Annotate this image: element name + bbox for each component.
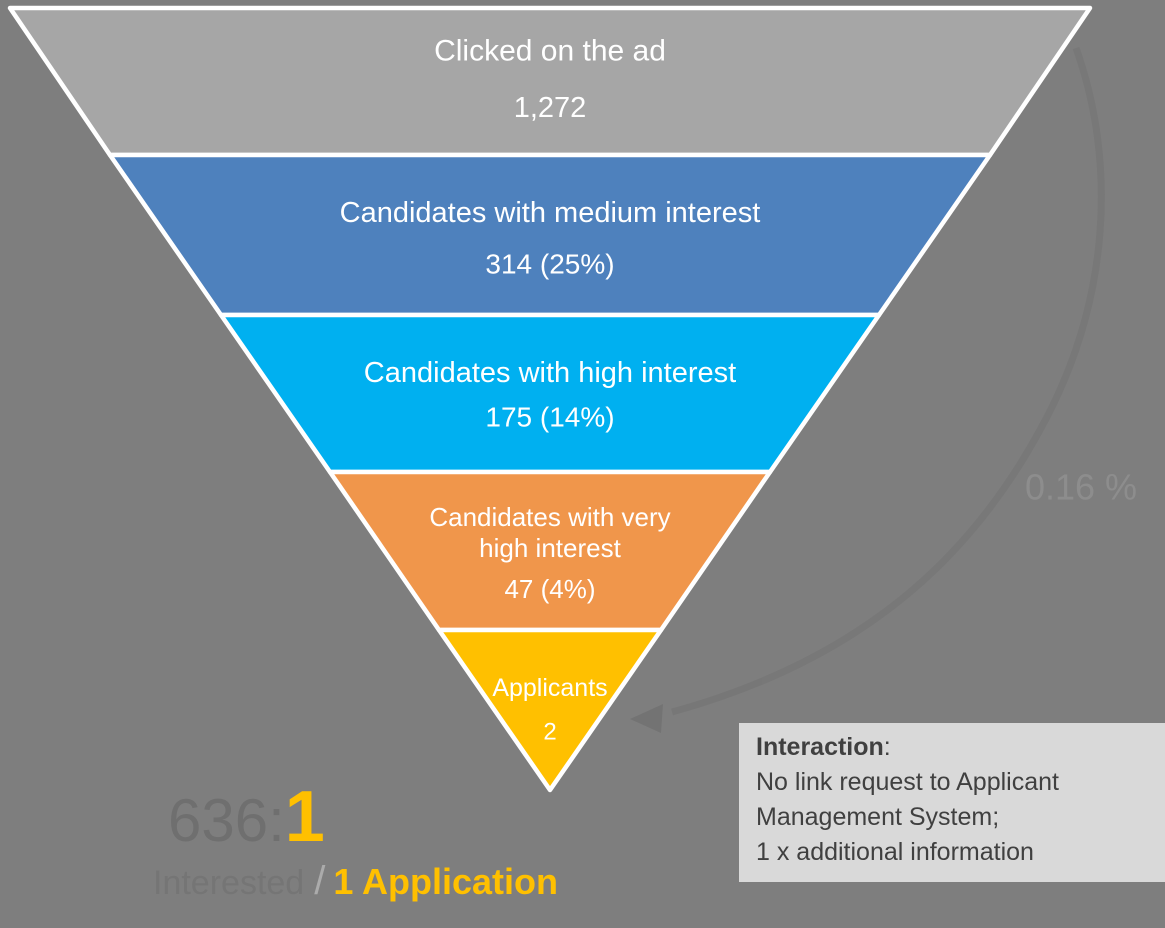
funnel-stage-shape-high-interest — [218, 312, 882, 475]
ratio-interested-label: Interested — [153, 864, 305, 902]
interaction-note-line: Management System; — [756, 803, 1000, 831]
arrowhead-icon — [630, 704, 663, 733]
interaction-note-line: 1 x additional information — [756, 838, 1034, 866]
ratio-clicks-faded: 636: — [168, 787, 285, 854]
arc-line — [671, 46, 1105, 716]
stage-value-very-high-interest: 47 (4%) — [504, 574, 595, 604]
conversion-arrow-arc — [630, 46, 1105, 733]
stage-label-medium-interest: Candidates with medium interest — [340, 197, 761, 229]
funnel-stage-shape-medium-interest — [107, 152, 993, 318]
stage-label-very-high-interest-line1: Candidates with very — [429, 502, 670, 532]
ratio-callout: 636: 1 Interested / 1 Application — [153, 781, 558, 904]
ratio-line2: Interested / 1 Application — [153, 859, 558, 904]
stage-label-high-interest: Candidates with high interest — [364, 357, 736, 389]
funnel-stage-shape-clicked — [7, 5, 1093, 158]
stage-value-medium-interest: 314 (25%) — [485, 249, 614, 280]
stage-label-very-high-interest-line2: high interest — [479, 533, 621, 563]
conversion-rate-watermark: 0.16 % — [1025, 467, 1137, 508]
stage-label-applicants: Applicants — [492, 674, 607, 702]
ratio-line1: 636: 1 — [168, 781, 558, 853]
funnel-stage-shape-applicants — [436, 627, 664, 793]
interaction-note-title-colon: : — [883, 733, 891, 761]
interaction-note-line: No link request to Applicant — [756, 768, 1059, 796]
interaction-note-title-text: Interaction — [756, 733, 884, 761]
ratio-application-highlight: 1 — [284, 777, 325, 857]
stage-label-clicked: Clicked on the ad — [434, 35, 666, 68]
ratio-application-label: 1 Application — [333, 861, 559, 902]
stage-value-applicants: 2 — [543, 719, 556, 746]
stage-value-high-interest: 175 (14%) — [485, 402, 614, 433]
stage-value-clicked: 1,272 — [514, 92, 587, 124]
interaction-note-title: Interaction: — [756, 730, 1155, 765]
ratio-separator-slash: / — [314, 859, 326, 903]
interaction-note-box: Interaction: No link request to Applican… — [739, 723, 1165, 882]
